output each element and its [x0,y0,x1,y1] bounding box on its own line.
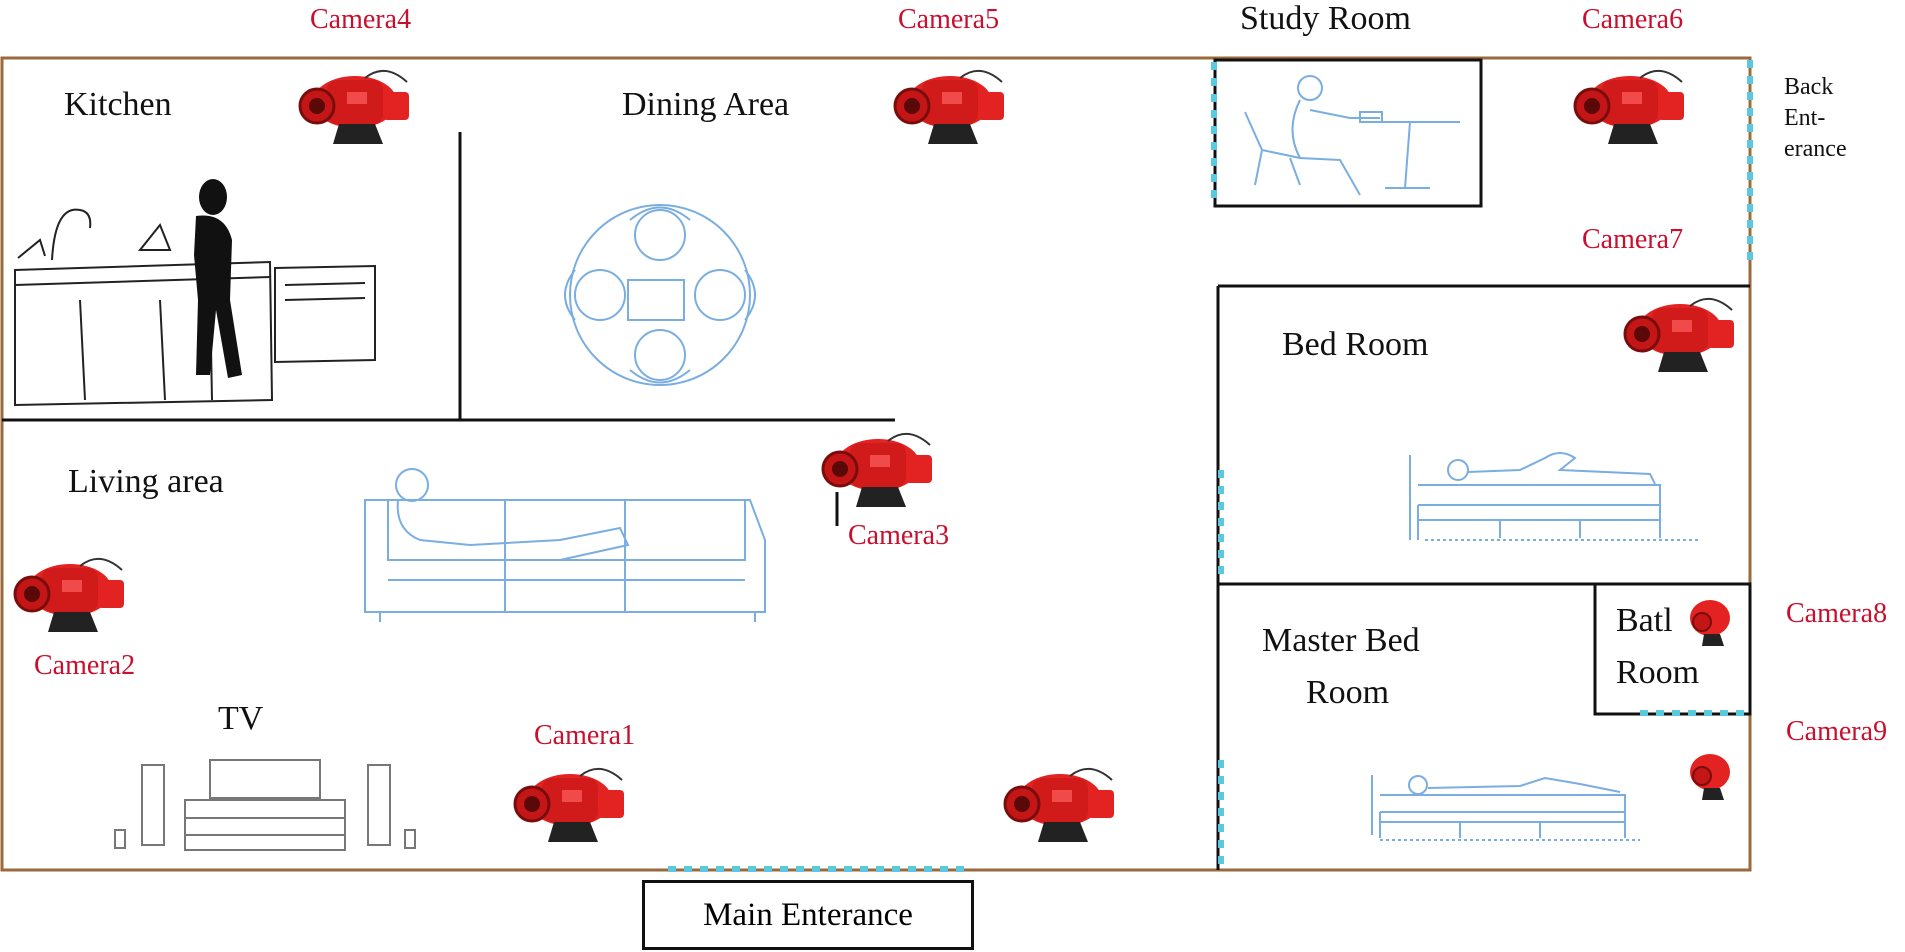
camera5-icon [893,69,1006,146]
camera2-label: Camera2 [34,650,136,681]
camera4-icon [298,69,411,146]
room-label-master-2: Room [1306,674,1390,711]
camera8-icon [1689,599,1731,647]
camera9-label: Camera9 [1786,716,1888,747]
tv-sketch [114,759,416,851]
bed-sketch [1409,452,1700,541]
camera9-icon [1689,753,1731,801]
room-label-kitchen: Kitchen [64,86,172,123]
camera6-icon [1573,69,1686,146]
camera3-label: Camera3 [848,520,950,551]
camera1-icon [513,767,626,844]
camera2-icon [13,557,126,634]
room-label-bath-2: Room [1616,654,1700,691]
room-label-tv: TV [218,700,264,737]
camera5-label: Camera5 [898,4,1000,35]
room-label-dining: Dining Area [622,86,790,123]
room-label-living: Living area [68,463,224,500]
room-label-bedroom: Bed Room [1282,326,1429,363]
room-label-bath-1: Batl [1616,602,1673,639]
back-entrance-line: erance [1784,136,1847,163]
dining-table-sketch [564,204,756,386]
master-bed-sketch [1371,775,1640,841]
camera4-label: Camera4 [310,4,412,35]
back-entrance-line: Back [1784,74,1834,100]
room-label-master-1: Master Bed [1262,622,1420,659]
study-sketch [1244,75,1460,196]
main-entrance-label: Main Enterance [642,880,974,950]
camera1-label: Camera1 [534,720,636,751]
person-in-kitchen [194,179,242,378]
back-entrance-label: Back Ent- erance [1784,72,1847,166]
camera7-icon [1623,297,1736,374]
sofa-sketch [364,468,766,622]
back-entrance-line: Ent- [1784,105,1826,132]
camera-unlabeled-icon [1003,767,1116,844]
room-label-study: Study Room [1240,0,1411,37]
camera3-icon [821,432,934,509]
camera6-label: Camera6 [1582,4,1684,35]
camera8-label: Camera8 [1786,598,1888,629]
camera7-label: Camera7 [1582,224,1684,255]
